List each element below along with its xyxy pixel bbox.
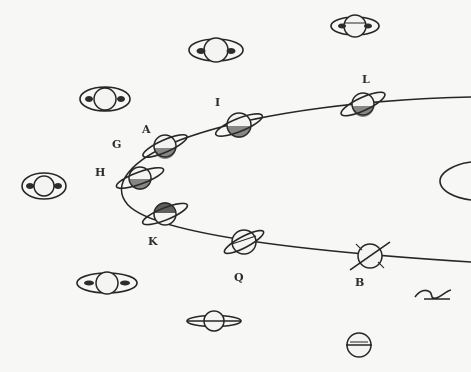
label-i: I <box>215 96 220 109</box>
telescopic-view-bottom-right <box>346 333 372 357</box>
label-b: B <box>355 276 364 289</box>
label-g: G <box>112 138 121 151</box>
label-q: Q <box>234 271 244 284</box>
telescopic-view-upper-left <box>80 87 130 111</box>
telescopic-view-left <box>22 173 66 199</box>
label-h: H <box>95 166 105 179</box>
label-l: L <box>362 73 370 86</box>
telescopic-view-lower-left <box>77 272 137 294</box>
label-a: A <box>141 123 151 136</box>
telescopic-view-upper <box>189 38 243 62</box>
label-k: K <box>148 235 158 248</box>
